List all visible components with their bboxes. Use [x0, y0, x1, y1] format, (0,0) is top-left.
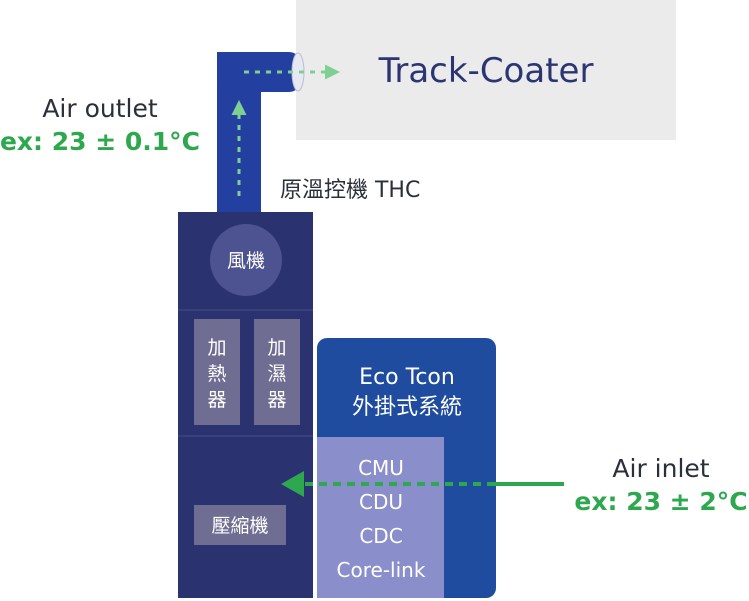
thc-label: 原溫控機 THC — [280, 178, 420, 203]
humidifier-box: 加 濕 器 — [254, 319, 300, 425]
eco-tcon-subtitle: 外掛式系統 — [352, 395, 462, 420]
fan-circle — [210, 224, 282, 296]
eco-tcon-unit: Eco Tcon 外掛式系統 CMU CDU CDC Core-link — [317, 338, 496, 598]
air-outlet-title: Air outlet — [42, 94, 158, 123]
thc-unit: 風機 加 熱 器 加 濕 器 壓縮機 — [178, 212, 313, 598]
compressor-box: 壓縮機 — [194, 505, 286, 545]
heater-char: 加 — [207, 337, 226, 359]
humidifier-char: 加 — [267, 337, 286, 359]
air-inlet-spec: ex: 23 ± 2°C — [574, 487, 747, 516]
module-label: Core-link — [337, 558, 426, 582]
module-panel — [317, 437, 444, 598]
humidifier-char: 濕 — [267, 363, 286, 385]
inlet-flow-arrow — [281, 471, 564, 497]
track-coater-label: Track-Coater — [378, 51, 594, 91]
heater-char: 熱 — [207, 363, 226, 385]
air-outlet-spec: ex: 23 ± 0.1°C — [0, 127, 200, 156]
fan-label: 風機 — [227, 250, 265, 272]
compressor-label: 壓縮機 — [211, 515, 268, 537]
outlet-flow-arrows — [231, 64, 340, 196]
heater-char: 器 — [207, 389, 226, 411]
air-inlet-title: Air inlet — [612, 454, 709, 483]
module-label: CMU — [358, 456, 404, 480]
heater-box: 加 熱 器 — [194, 319, 240, 425]
humidifier-char: 器 — [267, 389, 286, 411]
inlet-arrowhead — [281, 471, 304, 497]
eco-tcon-title: Eco Tcon — [359, 365, 455, 390]
track-coater-box: Track-Coater — [296, 0, 676, 140]
module-label: CDC — [359, 524, 402, 548]
module-label: CDU — [359, 490, 403, 514]
